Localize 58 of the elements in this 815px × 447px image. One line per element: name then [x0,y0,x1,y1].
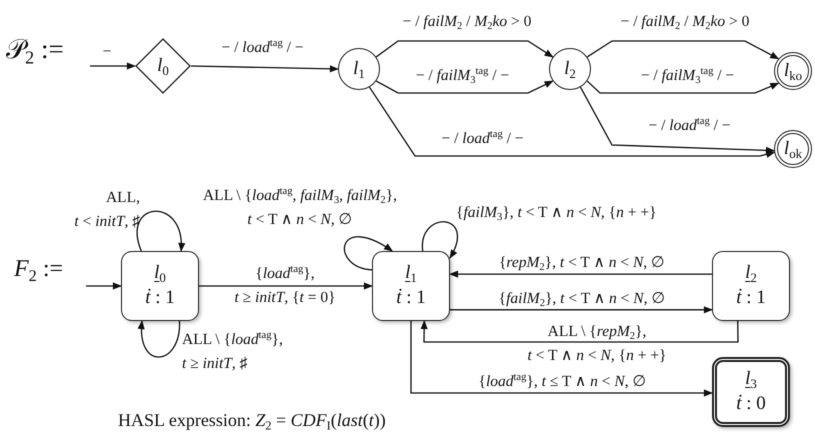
accepting-state-box [712,357,790,427]
edge-label: − [102,42,112,62]
edge-label: − / load$^{tag}$ / − [220,37,305,58]
arrow [586,80,780,94]
edge-label: {load$^{tag}$}, t ≤ T ∧ n < N, ∅ [477,371,648,392]
state-label: l$_{ok}$ [784,138,802,160]
arrow [199,282,373,290]
final-state-circle [774,52,812,90]
arrow [376,40,554,58]
state-label: l$_{1}$ [405,263,417,284]
final-state-circle [774,130,812,168]
arrow [136,210,185,252]
state-label: l$_{2}$ [745,263,757,284]
edge-label: − / failM$_{3}$$^{tag}$ / − [640,65,736,88]
edge-label: {failM$_{3}$}, t < T ∧ n < N, {n + +} [456,203,658,225]
edge-label: {repM$_{2}$}, t < T ∧ n < N, ∅ [498,253,666,275]
state-box [121,251,199,321]
decision-diamond [135,38,191,94]
edge-label: − / failM$_{2}$ / M$_{2}$ko > 0 [402,12,532,34]
arrow [422,221,458,259]
state-label: ṫ : 1 [736,288,766,309]
state-box [712,251,790,321]
arrow [449,270,712,278]
edge-label: ALL \ {load$^{tag}$}, t ≥ initT, ♯ [182,329,284,374]
edge-label: − / load$^{tag}$ / − [440,128,525,149]
arrow [586,40,780,60]
state-label: l$_{ko}$ [784,60,802,82]
state-circle [338,48,380,90]
state-label: ṫ : 0 [736,394,766,415]
arrow [410,321,713,397]
arrow [86,282,122,290]
edge-label: ALL \ {load$^{tag}$, failM$_{3}$, failM$_{2}$}, t < T ∧ n < N, ∅ [202,185,398,230]
definition-label: 𝒫$_{2}$ := [6,34,64,66]
arrow [344,236,394,271]
edge-label: {load$^{tag}$}, t ≥ initT, {t = 0} [233,263,337,308]
state-label: l$_{0}$ [157,56,169,76]
arrow [580,86,775,154]
state-label: ṫ : 1 [396,288,426,309]
state-label: l$_{3}$ [745,369,757,390]
expression-text: HASL expression: Z$_{2}$ = CDF$_{I}$(last(t)) [118,410,386,432]
edge-label: {failM$_{2}$}, t < T ∧ n < N, ∅ [498,289,666,311]
arrow [368,86,776,158]
state-label: ṫ : 1 [145,288,175,309]
definition-label: F$_{2}$ := [14,256,64,284]
state-label: l$_{2}$ [564,58,576,80]
arrow [376,80,554,94]
edge-label: − / load$^{tag}$ / − [647,115,732,136]
state-label: l$_{1}$ [353,58,365,80]
arrow [138,320,180,358]
edge-label: − / failM$_{2}$ / M$_{2}$ko > 0 [620,12,750,34]
state-label: l$_{0}$ [154,263,166,284]
arrow [90,62,136,70]
edge-label: − / failM$_{3}$$^{tag}$ / − [414,65,510,88]
arrow [420,320,739,343]
state-box [372,251,450,321]
state-circle [549,48,591,90]
arrow [190,65,339,72]
arrow [450,306,713,314]
